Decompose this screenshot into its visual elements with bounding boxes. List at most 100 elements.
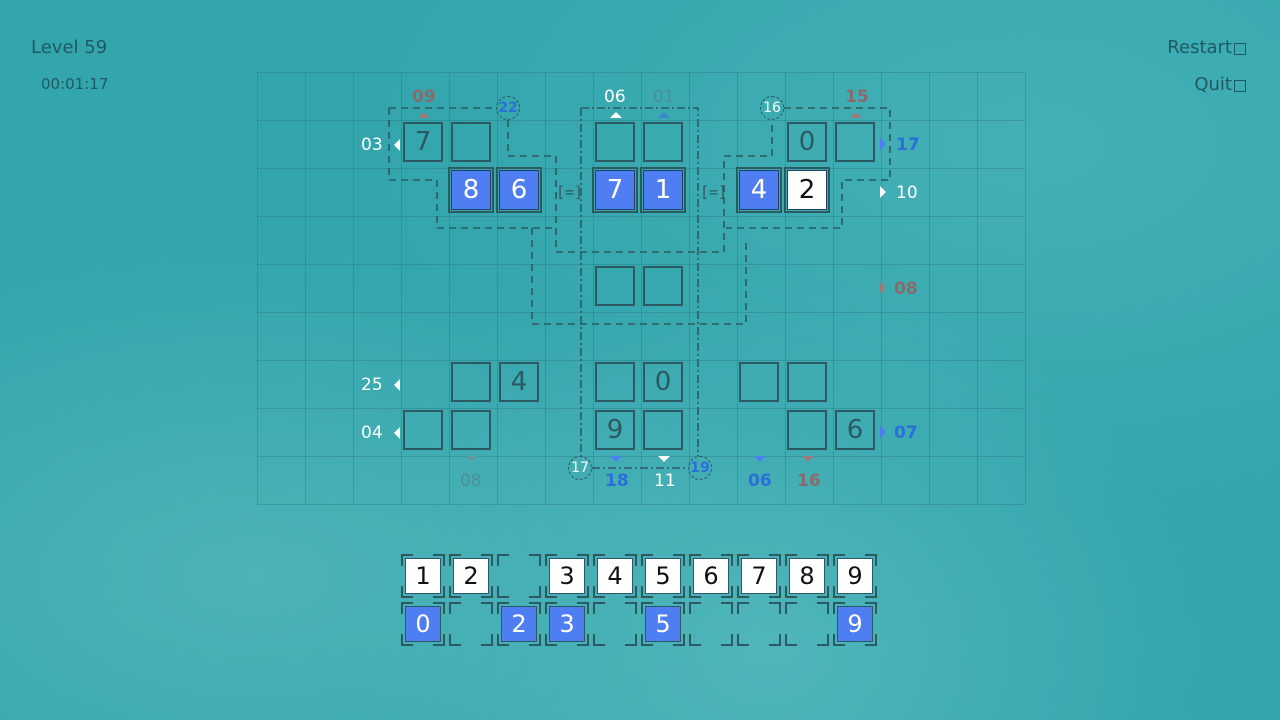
clue-arrow-down-icon bbox=[658, 456, 670, 462]
slot-corner bbox=[545, 634, 557, 646]
grid-line bbox=[497, 72, 498, 504]
board-cell[interactable]: 6 bbox=[496, 167, 542, 213]
tray-slot: 4 bbox=[593, 554, 637, 598]
board-cell[interactable]: 8 bbox=[448, 167, 494, 213]
board-cell[interactable]: 0 bbox=[643, 362, 683, 402]
board-cell[interactable]: 4 bbox=[736, 167, 782, 213]
slot-corner bbox=[625, 634, 637, 646]
digit-tile[interactable]: 5 bbox=[645, 558, 681, 594]
clue-number: 09 bbox=[412, 87, 436, 107]
digit-tile[interactable]: 3 bbox=[549, 606, 585, 642]
clue-number: 06 bbox=[748, 471, 772, 491]
slot-corner bbox=[641, 586, 653, 598]
digit-tile[interactable]: 1 bbox=[405, 558, 441, 594]
digit-tile[interactable]: 0 bbox=[405, 606, 441, 642]
clue-arrow-down-icon bbox=[610, 456, 622, 462]
board-cell[interactable] bbox=[595, 122, 635, 162]
cage-sum-badge: 16 bbox=[760, 96, 784, 120]
clue-number: 01 bbox=[653, 87, 675, 107]
tray-slot: 1 bbox=[401, 554, 445, 598]
slot-corner bbox=[641, 554, 653, 566]
digit-tile[interactable]: 3 bbox=[549, 558, 585, 594]
clue-arrow-right-icon bbox=[880, 186, 886, 198]
board-cell[interactable]: 6 bbox=[835, 410, 875, 450]
slot-corner bbox=[545, 586, 557, 598]
slot-corner bbox=[577, 586, 589, 598]
clue-number: 04 bbox=[361, 423, 383, 443]
grid-line bbox=[257, 360, 1025, 361]
board-cell[interactable] bbox=[451, 362, 491, 402]
slot-corner bbox=[529, 554, 541, 566]
slot-corner bbox=[497, 586, 509, 598]
cage-sum-badge: 19 bbox=[688, 456, 712, 480]
clue-arrow-up-icon bbox=[418, 112, 430, 118]
grid-line bbox=[305, 72, 306, 504]
digit-tile[interactable]: 6 bbox=[693, 558, 729, 594]
clue-number: 11 bbox=[654, 471, 676, 491]
board-cell[interactable]: 0 bbox=[787, 122, 827, 162]
board-cell[interactable]: 4 bbox=[499, 362, 539, 402]
digit-tile[interactable]: 2 bbox=[453, 558, 489, 594]
board-cell[interactable] bbox=[451, 410, 491, 450]
digit-tile[interactable]: 5 bbox=[645, 606, 681, 642]
tray-slot: 5 bbox=[641, 602, 685, 646]
board-cell[interactable] bbox=[739, 362, 779, 402]
board-cell[interactable]: 7 bbox=[403, 122, 443, 162]
grid-line bbox=[257, 408, 1025, 409]
board-cell[interactable]: 1 bbox=[640, 167, 686, 213]
board-cell[interactable] bbox=[643, 266, 683, 306]
board-cell[interactable] bbox=[595, 362, 635, 402]
slot-corner bbox=[721, 634, 733, 646]
slot-corner bbox=[769, 586, 781, 598]
clue-number: 25 bbox=[361, 375, 383, 395]
clue-arrow-left-icon bbox=[394, 427, 400, 439]
clue-number: 10 bbox=[896, 183, 918, 203]
board-cell[interactable]: 7 bbox=[592, 167, 638, 213]
grid-line bbox=[593, 72, 594, 504]
slot-corner bbox=[673, 602, 685, 614]
board-cell[interactable] bbox=[643, 122, 683, 162]
slot-corner bbox=[817, 634, 829, 646]
board-cell[interactable] bbox=[451, 122, 491, 162]
slot-corner bbox=[529, 602, 541, 614]
clue-number: 08 bbox=[460, 471, 482, 491]
digit-tile[interactable]: 2 bbox=[501, 606, 537, 642]
digit-tile[interactable]: 4 bbox=[597, 558, 633, 594]
tray-slot bbox=[497, 554, 541, 598]
slot-corner bbox=[737, 602, 749, 614]
board-cell[interactable] bbox=[787, 362, 827, 402]
slot-corner bbox=[401, 586, 413, 598]
slot-corner bbox=[433, 634, 445, 646]
tray-slot: 6 bbox=[689, 554, 733, 598]
tray-slot: 7 bbox=[737, 554, 781, 598]
board-cell[interactable] bbox=[835, 122, 875, 162]
digit-tile[interactable]: 9 bbox=[837, 606, 873, 642]
board-cell[interactable] bbox=[595, 266, 635, 306]
slot-corner bbox=[641, 602, 653, 614]
digit-tile[interactable]: 8 bbox=[789, 558, 825, 594]
quit-button[interactable]: Quit bbox=[1194, 74, 1246, 95]
board-cell[interactable]: 2 bbox=[784, 167, 830, 213]
digit-tile[interactable]: 9 bbox=[837, 558, 873, 594]
slot-corner bbox=[769, 602, 781, 614]
clue-arrow-left-icon bbox=[394, 139, 400, 151]
board-cell[interactable]: 9 bbox=[595, 410, 635, 450]
slot-corner bbox=[545, 554, 557, 566]
grid-line bbox=[833, 72, 834, 504]
slot-corner bbox=[449, 634, 461, 646]
board-cell[interactable] bbox=[787, 410, 827, 450]
clue-arrow-left-icon bbox=[394, 379, 400, 391]
restart-key-icon bbox=[1234, 43, 1246, 55]
board-cell[interactable] bbox=[403, 410, 443, 450]
slot-corner bbox=[625, 586, 637, 598]
restart-button[interactable]: Restart bbox=[1167, 37, 1246, 58]
slot-corner bbox=[833, 602, 845, 614]
slot-corner bbox=[625, 602, 637, 614]
slot-corner bbox=[433, 554, 445, 566]
grid-line bbox=[257, 456, 1025, 457]
slot-corner bbox=[833, 634, 845, 646]
slot-corner bbox=[433, 602, 445, 614]
digit-tile[interactable]: 7 bbox=[741, 558, 777, 594]
board-cell[interactable] bbox=[643, 410, 683, 450]
grid-line bbox=[257, 504, 1025, 505]
